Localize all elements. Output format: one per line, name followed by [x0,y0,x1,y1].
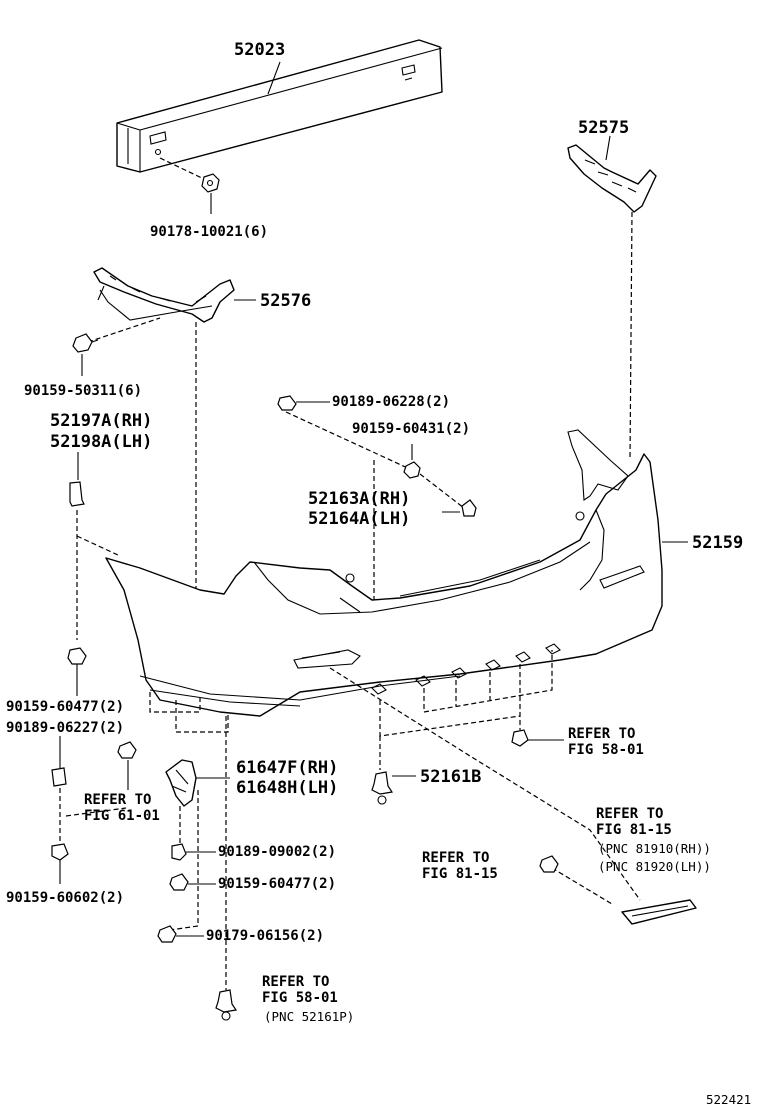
retainer-rh [567,135,657,213]
reflector-nut-icon [539,855,559,873]
retainer-lh [93,267,256,323]
cover-cap [442,499,477,517]
figure-id: 522421 [706,1092,752,1107]
leader-side-bracket-2 [76,535,121,557]
leader-bolt-a [87,317,161,343]
reflector-part [621,899,697,925]
label-52576: 52576 [260,291,312,311]
bolt-icon-a [72,333,99,376]
nut-c-icon [171,843,216,861]
label-52164a: 52164A(LH) [308,509,411,529]
leader-refer-81b [551,867,613,905]
leader-left-group [149,692,201,713]
screw-icon-b [67,647,87,696]
label-fig-81-15b: FIG 81-15 [422,866,498,882]
label-90189-06228: 90189-06228(2) [332,394,451,410]
label-90159-60477-b: 90159-60477(2) [218,876,337,892]
clip-icon-refer-58 [511,729,564,747]
leader-grommet [285,411,413,471]
label-52575: 52575 [578,118,630,138]
label-90179-06156: 90179-06156(2) [206,928,325,944]
label-refer-to-81a: REFER TO [596,806,664,822]
bracket-61647 [165,759,230,807]
label-refer-to-58b: REFER TO [262,974,330,990]
label-52159: 52159 [692,533,744,553]
label-90178-10021: 90178-10021(6) [150,224,269,240]
label-fig-58-01b: FIG 58-01 [262,990,338,1006]
leader-52575 [629,211,633,461]
grommet-icon [277,395,330,411]
nut-icon [201,173,220,214]
label-90189-09002: 90189-09002(2) [218,844,337,860]
label-90159-60477-a: 90159-60477(2) [6,699,125,715]
label-52163a: 52163A(RH) [308,489,411,509]
label-52023: 52023 [234,40,286,60]
label-52197a: 52197A(RH) [50,411,153,431]
label-fig-81-15a: FIG 81-15 [596,822,672,838]
label-90159-60431: 90159-60431(2) [352,421,471,437]
leader-screw-a [419,473,465,509]
leader-reflector [329,667,641,901]
label-90159-60602: 90159-60602(2) [6,890,125,906]
label-pnc-81920: (PNC 81920(LH)) [598,859,711,874]
leader-refer-61 [65,807,127,817]
label-refer-to-58a: REFER TO [568,726,636,742]
leader-left-group-2 [175,700,229,733]
label-61648h: 61648H(LH) [236,778,339,798]
clip-52161b-icon [371,771,416,805]
screw-icon-a [403,444,421,479]
leader-bracket-down-2 [169,790,199,931]
label-refer-to-61: REFER TO [84,792,152,808]
label-61647f: 61647F(RH) [236,758,339,778]
leader-clips-bracket-2 [455,664,521,706]
grommet-b-icon [117,741,137,790]
label-fig-58-01a: FIG 58-01 [568,742,644,758]
label-52198a: 52198A(LH) [50,432,153,452]
screw-d-icon [169,873,216,891]
reinforcement-beam [116,39,443,173]
label-90189-06227: 90189-06227(2) [6,720,125,736]
leader-clips-bracket [423,650,553,713]
label-refer-to-81b: REFER TO [422,850,490,866]
screw-e-icon [157,925,204,943]
label-fig-61-01: FIG 61-01 [84,808,160,824]
clip-52161p-icon [215,989,238,1021]
leader-clip-b [379,700,521,737]
bumper-cover [105,429,688,717]
side-bracket-clip [69,452,85,507]
label-pnc-81910: (PNC 81910(RH)) [598,841,711,856]
label-52161b: 52161B [420,767,482,787]
label-pnc-52161p: (PNC 52161P) [264,1009,355,1024]
nut-b-icon [51,736,67,787]
screw-c-icon [51,843,69,884]
label-90159-50311: 90159-50311(6) [24,383,143,399]
leader-nut [159,157,207,181]
